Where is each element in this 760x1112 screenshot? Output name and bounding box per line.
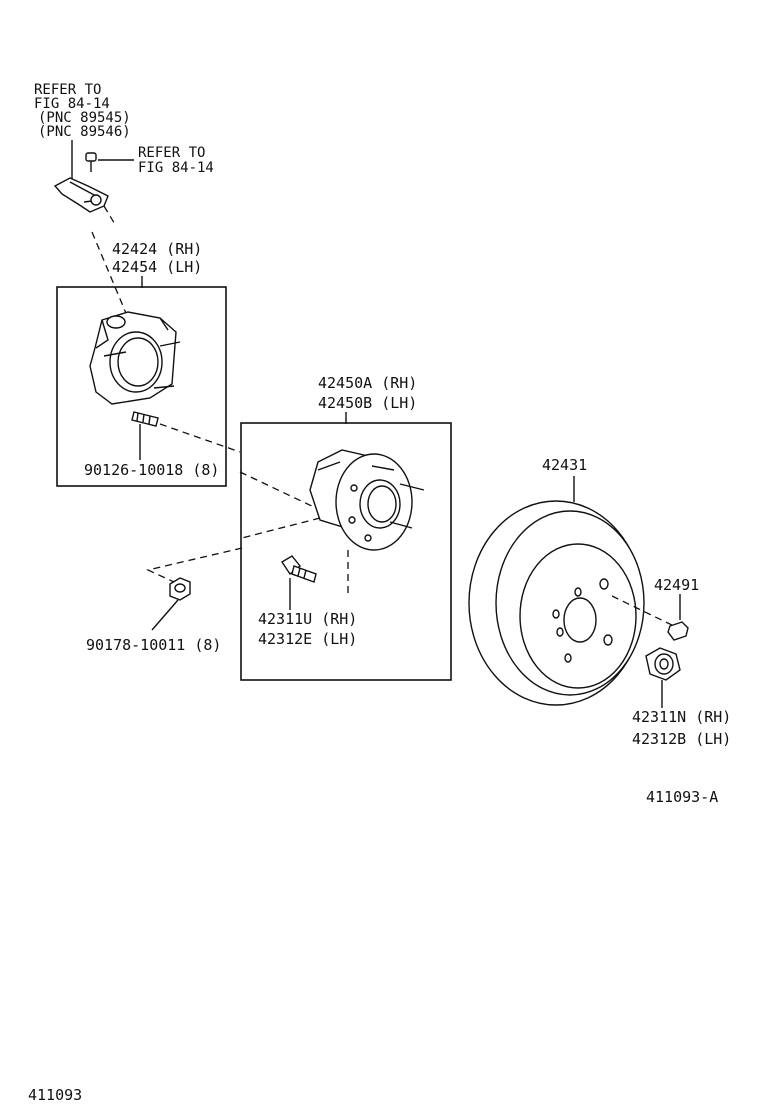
knuckle-icon	[89, 311, 181, 405]
refer-to-label-2: REFER TO	[138, 145, 205, 161]
leader-line	[151, 599, 179, 631]
pnc-label-2: (PNC 89546)	[38, 124, 131, 140]
nut-icon	[169, 577, 191, 601]
plug-icon	[667, 621, 689, 641]
plug-label: 42491	[654, 576, 699, 594]
wheel-nut-rh-label: 42311N (RH)	[632, 708, 731, 726]
fig-ref-label: FIG 84-14	[34, 96, 110, 112]
knuckle-lh-label: 42454 (LH)	[112, 258, 202, 276]
hub-group-box	[240, 422, 452, 681]
sensor-bracket-icon	[53, 177, 109, 213]
brake-disc-icon	[468, 500, 645, 706]
stud-bolt-icon	[131, 411, 159, 427]
disc-label: 42431	[542, 456, 587, 474]
alignment-line	[91, 205, 129, 319]
sensor-bolt-icon	[85, 152, 97, 172]
wheel-nut-icon	[645, 647, 681, 681]
figure-code: 411093-A	[646, 788, 718, 806]
alignment-line	[146, 517, 321, 583]
alignment-line	[159, 423, 317, 509]
hub-bearing-icon	[309, 449, 425, 551]
hub-rh-label: 42450A (RH)	[318, 374, 417, 392]
pnc-label-1: (PNC 89545)	[38, 110, 131, 126]
page-code: 411093	[28, 1086, 82, 1104]
refer-to-label: REFER TO	[34, 82, 101, 98]
nut-label: 90178-10011 (8)	[86, 636, 221, 654]
knuckle-rh-label: 42424 (RH)	[112, 240, 202, 258]
hub-lh-label: 42450B (LH)	[318, 394, 417, 412]
fig-ref-label-2: FIG 84-14	[138, 160, 214, 176]
stud-bolt-label: 90126-10018 (8)	[84, 461, 219, 479]
wheel-nut-lh-label: 42312B (LH)	[632, 730, 731, 748]
hub-bolt-rh-label: 42311U (RH)	[258, 610, 357, 628]
knuckle-group-box	[56, 286, 227, 487]
hub-bolt-lh-label: 42312E (LH)	[258, 630, 357, 648]
hub-bolt-icon	[281, 555, 317, 583]
